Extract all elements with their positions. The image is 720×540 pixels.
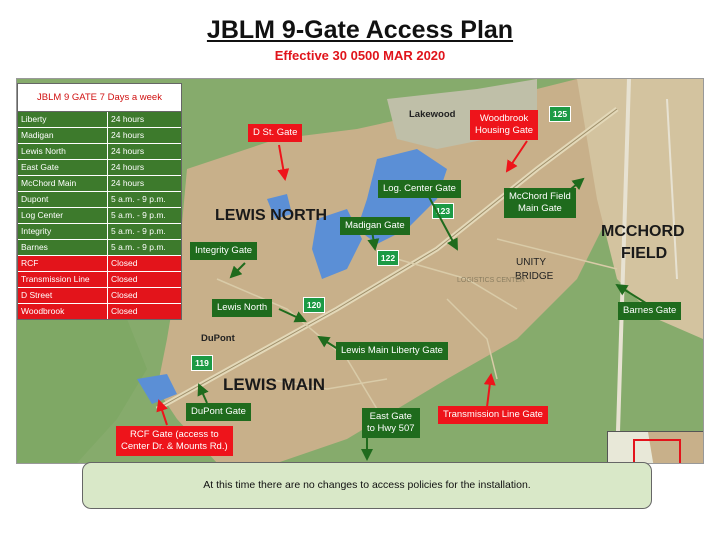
d-st-gate-label: D St. Gate: [248, 124, 303, 142]
gate-hours: 5 a.m. - 9 p.m.: [111, 194, 166, 204]
gate-name: RCF: [18, 256, 108, 271]
gate-name: D Street: [18, 288, 108, 303]
gate-hours: 24 hours: [111, 146, 145, 156]
lakewood-label: Lakewood: [409, 109, 456, 120]
gate-label-line: Woodbrook: [479, 113, 529, 124]
gate-hours: Closed: [111, 274, 138, 284]
dupont-label: DuPont: [201, 333, 235, 344]
hwy-120-shield: 120: [303, 297, 325, 313]
gate-name: Barnes: [18, 240, 108, 255]
gate-hours: 5 a.m. - 9 p.m.: [111, 242, 166, 252]
gate-hours: 24 hours: [111, 162, 145, 172]
page-title: JBLM 9-Gate Access Plan: [206, 16, 514, 44]
gate-name: Transmission Line: [18, 272, 108, 287]
gate-label-line: Transmission Line Gate: [443, 409, 543, 420]
log-center-gate-label: Log. Center Gate: [378, 180, 461, 198]
gate-hours: 24 hours: [111, 130, 145, 140]
gate-label-line: Center Dr. & Mounts Rd.): [121, 441, 228, 452]
hwy-125-shield: 125: [549, 106, 571, 122]
gate-label-line: McChord Field: [509, 191, 571, 202]
unity-bridge-label-2: BRIDGE: [515, 271, 554, 282]
gate-label-line: Integrity Gate: [195, 245, 253, 256]
lewis-north-gate-label: Lewis North: [212, 299, 273, 317]
gate-hours: Closed: [111, 306, 138, 316]
effective-date: Effective 30 0500 MAR 2020: [274, 48, 446, 63]
gate-hours: 24 hours: [111, 178, 145, 188]
gate-label-line: Lewis North: [217, 302, 268, 313]
gate-name: Lewis North: [18, 144, 108, 159]
gate-label-line: Housing Gate: [475, 125, 534, 136]
mcchord-area-label: MCCHORD: [601, 223, 685, 240]
gate-label-line: East Gate: [369, 411, 412, 422]
gate-name: McChord Main: [18, 176, 108, 191]
dupont-gate-label: DuPont Gate: [186, 403, 251, 421]
gate-hours: 5 a.m. - 9 p.m.: [111, 210, 166, 220]
logistics-center-label: LOGISTICS CENTER: [457, 277, 526, 284]
inset-terrain: [608, 432, 703, 463]
unity-bridge-label-1: UNITY: [516, 257, 546, 268]
field-area-label: FIELD: [621, 245, 668, 262]
gate-label-line: to Hwy 507: [367, 423, 415, 434]
barnes-gate-label: Barnes Gate: [618, 302, 682, 320]
gate-hours: Closed: [111, 290, 138, 300]
gate-hours: 5 a.m. - 9 p.m.: [111, 226, 166, 236]
gate-label-line: Madigan Gate: [345, 220, 405, 231]
gate-name: Integrity: [18, 224, 108, 239]
gate-hours: 24 hours: [111, 114, 145, 124]
transmission-line-gate-label: Transmission Line Gate: [438, 406, 548, 424]
schedule-heading: JBLM 9 GATE 7 Days a week: [18, 84, 181, 112]
gate-name: East Gate: [18, 160, 108, 175]
gate-name: Dupont: [18, 192, 108, 207]
hwy-123-shield: 123: [432, 203, 454, 219]
gate-label-line: D St. Gate: [253, 127, 298, 138]
madigan-gate-label: Madigan Gate: [340, 217, 410, 235]
gate-hours: Closed: [111, 258, 138, 268]
integrity-gate-label: Integrity Gate: [190, 242, 258, 260]
gate-label-line: Barnes Gate: [623, 305, 677, 316]
gate-name: Madigan: [18, 128, 108, 143]
hwy-119-shield: 119: [191, 355, 213, 371]
hwy-122-shield: 122: [377, 250, 399, 266]
gate-name: Woodbrook: [18, 304, 108, 319]
gate-label-line: DuPont Gate: [191, 406, 246, 417]
locator-inset-map: [607, 431, 703, 463]
gate-name: Liberty: [18, 112, 108, 127]
lewis-main-liberty-gate-label: Lewis Main Liberty Gate: [336, 342, 448, 360]
gate-name: Log Center: [18, 208, 108, 223]
lewis-main-area-label: LEWIS MAIN: [223, 375, 325, 394]
gate-label-line: Log. Center Gate: [383, 183, 456, 194]
lewis-north-area-label: LEWIS NORTH: [215, 207, 327, 224]
policy-notice: At this time there are no changes to acc…: [82, 462, 652, 509]
gate-label-line: Lewis Main Liberty Gate: [341, 345, 443, 356]
gate-label-line: RCF Gate (access to: [129, 429, 219, 440]
gate-label-line: Main Gate: [517, 203, 562, 214]
